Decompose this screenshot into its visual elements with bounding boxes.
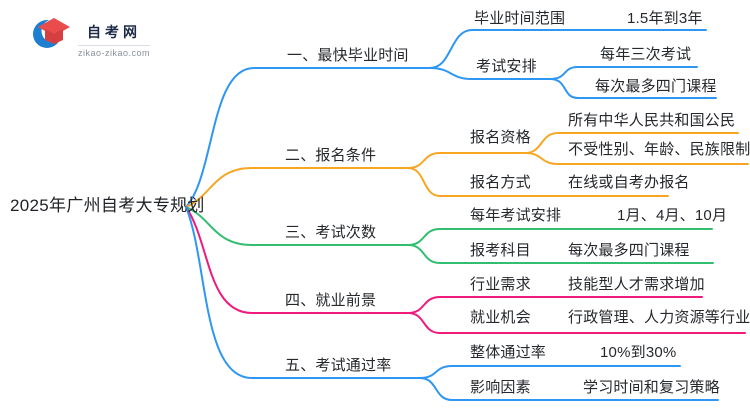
- connector-branch-2-leaf-1: [524, 132, 739, 154]
- branch-1-subtopic-1: 毕业时间范围: [474, 10, 566, 27]
- branch-2-subtopic-2: 报名方式: [470, 174, 531, 191]
- connector-branch-5-child-2: [419, 377, 719, 401]
- branch-3-leaf-2: 每次最多四门课程: [568, 242, 690, 259]
- branch-5-subtopic-1: 整体通过率: [470, 344, 547, 361]
- branch-2-subtopic-1: 报名资格: [470, 129, 531, 146]
- branch-5-subtopic-2: 影响因素: [470, 379, 531, 396]
- connector-branch-2-child-2: [407, 167, 669, 197]
- connector-branch-2: [185, 167, 409, 208]
- logo-divider: [78, 45, 151, 46]
- connector-group-branch-5: [185, 206, 719, 401]
- branch-2-leaf-1: 所有中华人民共和国公民: [568, 112, 736, 129]
- connector-branch-3-child-2: [407, 244, 714, 264]
- branch-3-label: 三、考试次数: [285, 224, 377, 241]
- connector-branch-4-child-2: [407, 312, 746, 334]
- branch-1-leaf-3: 每次最多四门课程: [595, 78, 717, 95]
- connector-group-branch-3: [185, 206, 714, 264]
- branch-2-label: 二、报名条件: [285, 147, 377, 164]
- connector-branch-1: [185, 67, 431, 208]
- connector-branch-3-child-1: [407, 228, 713, 246]
- branch-3-subtopic-2: 报考科目: [470, 242, 531, 259]
- root-topic: 2025年广州自考大专规划: [10, 196, 205, 215]
- branch-3-subtopic-1: 每年考试安排: [470, 207, 562, 224]
- branch-4-subtopic-1: 行业需求: [470, 276, 531, 293]
- branch-1-leaf-1: 1.5年到3年: [627, 10, 703, 27]
- site-logo[interactable]: 自考网 zikao-zikao.com: [32, 14, 151, 58]
- connector-branch-2-child-1: [407, 152, 526, 169]
- branch-3-leaf-1: 1月、4月、10月: [617, 207, 728, 224]
- site-name: 自考网: [87, 24, 142, 40]
- branch-1-subtopic-2: 考试安排: [476, 58, 537, 75]
- connector-group-branch-1: [185, 29, 717, 208]
- connector-group-branch-4: [185, 206, 746, 334]
- connector-branch-1-child-2: [429, 67, 551, 80]
- connector-branch-1-child-1: [429, 29, 707, 69]
- connector-branch-3: [185, 206, 409, 246]
- branch-2-leaf-3: 在线或自考办报名: [568, 174, 690, 191]
- connector-branch-1-leaf-2: [549, 78, 717, 99]
- connector-group-branch-2: [185, 132, 749, 208]
- branch-5-label: 五、考试通过率: [285, 357, 392, 374]
- branch-2-leaf-2: 不受性别、年龄、民族限制: [568, 141, 750, 158]
- branch-5-leaf-1: 10%到30%: [600, 344, 677, 361]
- connector-branch-5-child-1: [419, 365, 681, 379]
- branch-4-label: 四、就业前景: [285, 292, 377, 309]
- branch-4-subtopic-2: 就业机会: [470, 309, 531, 326]
- connector-branch-4: [185, 206, 409, 314]
- branch-5-leaf-2: 学习时间和复习策略: [583, 379, 720, 396]
- branch-4-leaf-2: 行政管理、人力资源等行业: [568, 309, 750, 326]
- connector-branch-2-leaf-2: [524, 152, 749, 165]
- connector-branch-4-child-1: [407, 296, 703, 314]
- graduation-cap-icon: [33, 18, 70, 48]
- connector-branch-5: [185, 206, 421, 379]
- site-url: zikao-zikao.com: [78, 48, 151, 58]
- branch-1-leaf-2: 每年三次考试: [600, 46, 692, 63]
- branch-1-label: 一、最快毕业时间: [287, 47, 409, 64]
- branch-4-leaf-1: 技能型人才需求增加: [568, 276, 705, 293]
